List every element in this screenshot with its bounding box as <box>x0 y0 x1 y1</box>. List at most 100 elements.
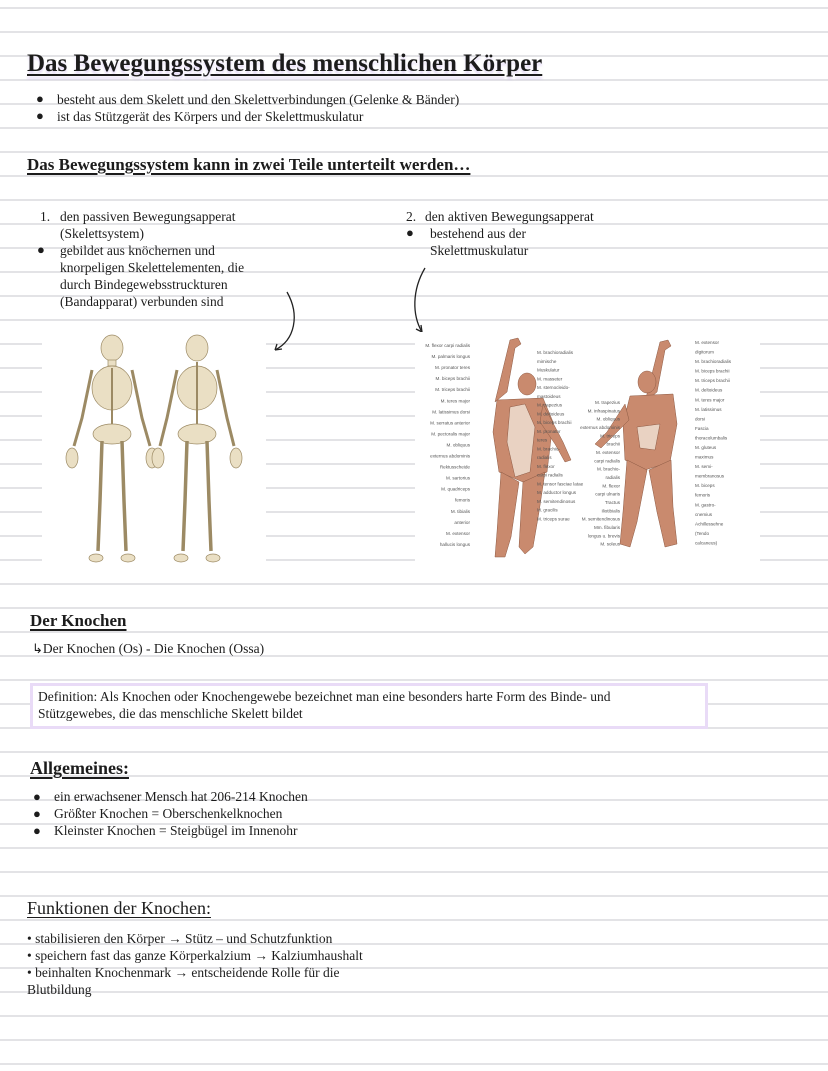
muscle-label: M. brachioradialis <box>537 350 574 355</box>
muscle-label: maximus <box>695 455 714 460</box>
muscle-label: M. brachioradialis <box>695 359 732 364</box>
muscle-label: M. gastro- <box>695 502 716 507</box>
muscle-label: M. teres major <box>441 398 471 403</box>
muscle-label: Achillessehne <box>695 521 724 526</box>
muscle-label: M. deltoideus <box>537 411 565 416</box>
active-bullet-line: bestehend aus der <box>430 226 526 241</box>
muscle-label: M. brachio- <box>597 467 620 472</box>
muscle-label: M. flexor carpi radialis <box>425 343 470 348</box>
muscle-label: carpi radialis <box>537 473 563 478</box>
muscle-label: radialis <box>605 475 620 480</box>
muscle-label: M. latissimus dorsi <box>432 409 470 414</box>
muscle-label: dorsi <box>695 416 705 421</box>
passive-line: den passiven Bewegungsapperat <box>60 209 236 224</box>
muscle-label: hallucis longus <box>440 542 471 547</box>
muscle-label: M. triceps surae <box>537 516 570 521</box>
muscle-label: M. biceps brachii <box>537 420 571 425</box>
muscle-label: M. soleus <box>600 542 620 547</box>
active-bullet-line: Skelettmuskulatur <box>430 243 529 258</box>
passive-bullet-line: (Bandapparat) verbunden sind <box>60 294 224 309</box>
muscle-label: femoris <box>695 493 711 498</box>
muscle-label: M. brachio- <box>537 446 560 451</box>
function-line: • stabilisieren den Körper → Stütz – und… <box>27 931 333 946</box>
muscle-label: M. pronator <box>537 429 561 434</box>
muscle-label: calcaneus) <box>695 540 718 545</box>
functions-heading: Funktionen der Knochen: <box>27 898 211 918</box>
muscle-label: M. latissimus <box>695 407 722 412</box>
definition-line: Definition: Als Knochen oder Knochengewe… <box>38 689 611 704</box>
muscle-label: mastoideus <box>537 394 561 399</box>
active-line: den aktiven Bewegungsapperat <box>425 209 594 224</box>
muscle-label: M. semitendinosus <box>537 499 576 504</box>
muscle-label: longus u. brevis <box>588 533 621 538</box>
muscle-label: femoris <box>455 498 471 503</box>
definition-box: Definition: Als Knochen oder Knochengewe… <box>30 683 708 729</box>
bullet-icon: ● <box>36 91 44 106</box>
bullet-icon: ● <box>37 242 45 257</box>
muscle-label: M. tensor fasciae latae <box>537 481 584 486</box>
muscle-label: M. obliquus <box>447 442 471 447</box>
muscle-label: Muskulatur <box>537 368 560 373</box>
muscle-label: M. sternocleido- <box>537 385 570 390</box>
muscle-figures: M. flexor carpi radialis M. palmaris long… <box>425 337 732 558</box>
arrow-icon <box>274 267 426 351</box>
muscle-label: M. flexor <box>537 464 555 469</box>
muscle-label: M. trapezius <box>537 403 563 408</box>
muscle-label: M. flexor <box>602 483 620 488</box>
muscle-label: Fascia <box>695 426 709 431</box>
muscle-label: M. triceps brachii <box>435 387 470 392</box>
muscle-label: M. triceps brachii <box>695 378 730 383</box>
function-line: • speichern fast das ganze Körperkalzium… <box>27 948 363 963</box>
muscle-label: externus abdominis <box>430 454 471 459</box>
passive-bullet-line: durch Bindegewebsstruckturen <box>60 277 228 292</box>
muscle-label: M. extensor <box>446 531 470 536</box>
muscle-label: M. palmaris longus <box>431 354 470 359</box>
muscle-label: M. tibialis <box>451 509 471 514</box>
general-heading: Allgemeines: <box>30 758 129 778</box>
muscle-label: digitorum <box>695 350 714 355</box>
muscle-label: M. quadriceps <box>441 487 471 492</box>
skeleton-figures <box>65 334 243 563</box>
passive-bullet-line: knorpeligen Skelettelementen, die <box>60 260 245 275</box>
muscle-label: M. masseter <box>537 376 563 381</box>
function-line: • beinhalten Knochenmark → entscheidende… <box>27 965 340 980</box>
bone-subline-row: ↳Der Knochen (Os) - Die Knochen (Ossa) <box>32 640 264 658</box>
intro-bullet: ist das Stützgerät des Körpers und der S… <box>57 109 364 124</box>
muscle-label: Rektusscheide <box>440 465 471 470</box>
muscle-label: M. gluteus <box>695 445 717 450</box>
general-bullet: ein erwachsener Mensch hat 206-214 Knoch… <box>54 789 308 804</box>
passive-line: (Skelettsystem) <box>60 226 144 241</box>
muscle-label: radialis <box>537 455 552 460</box>
muscle-label: M. sartorius <box>446 476 471 481</box>
muscle-label: Mm. fibularis <box>594 525 621 530</box>
bone-heading: Der Knochen <box>30 611 127 630</box>
muscle-label: M. extensor <box>695 340 719 345</box>
muscle-label: M. triceps <box>600 433 621 438</box>
list-number: 1. <box>40 209 51 224</box>
bullet-icon: ● <box>406 225 414 240</box>
muscle-figure-back <box>594 339 678 548</box>
muscle-label: M. teres major <box>695 397 725 402</box>
muscle-label: M. obliquus <box>597 417 621 422</box>
bone-subline: Der Knochen (Os) - Die Knochen (Ossa) <box>42 641 265 656</box>
muscle-label: M. pronator teres <box>435 365 471 370</box>
muscle-figure-front <box>492 337 572 558</box>
hand-drawn-arrows <box>274 267 426 351</box>
muscle-label: teres <box>537 438 548 443</box>
skeleton-illustration <box>42 326 266 572</box>
bullet-icon: ● <box>33 789 41 804</box>
muscle-label: M. serratus anterior <box>430 420 470 425</box>
bullet-icon: ● <box>33 823 41 838</box>
muscle-label: M. semi- <box>695 464 713 469</box>
muscle-label: M. biceps brachii <box>436 376 470 381</box>
muscle-label: Tractus <box>605 500 621 505</box>
muscle-label: M. biceps <box>695 483 715 488</box>
muscle-label: M. gracilis <box>537 508 558 513</box>
muscle-label: externus abdominis <box>580 425 621 430</box>
page-title: Das Bewegungssystem des menschlichen Kör… <box>27 50 543 77</box>
bullet-icon: ● <box>33 806 41 821</box>
muscle-label: (Tendo <box>695 531 709 536</box>
muscle-label: M. deltoideus <box>695 388 723 393</box>
function-line: Blutbildung <box>27 982 92 997</box>
list-number: 2. <box>406 209 417 224</box>
